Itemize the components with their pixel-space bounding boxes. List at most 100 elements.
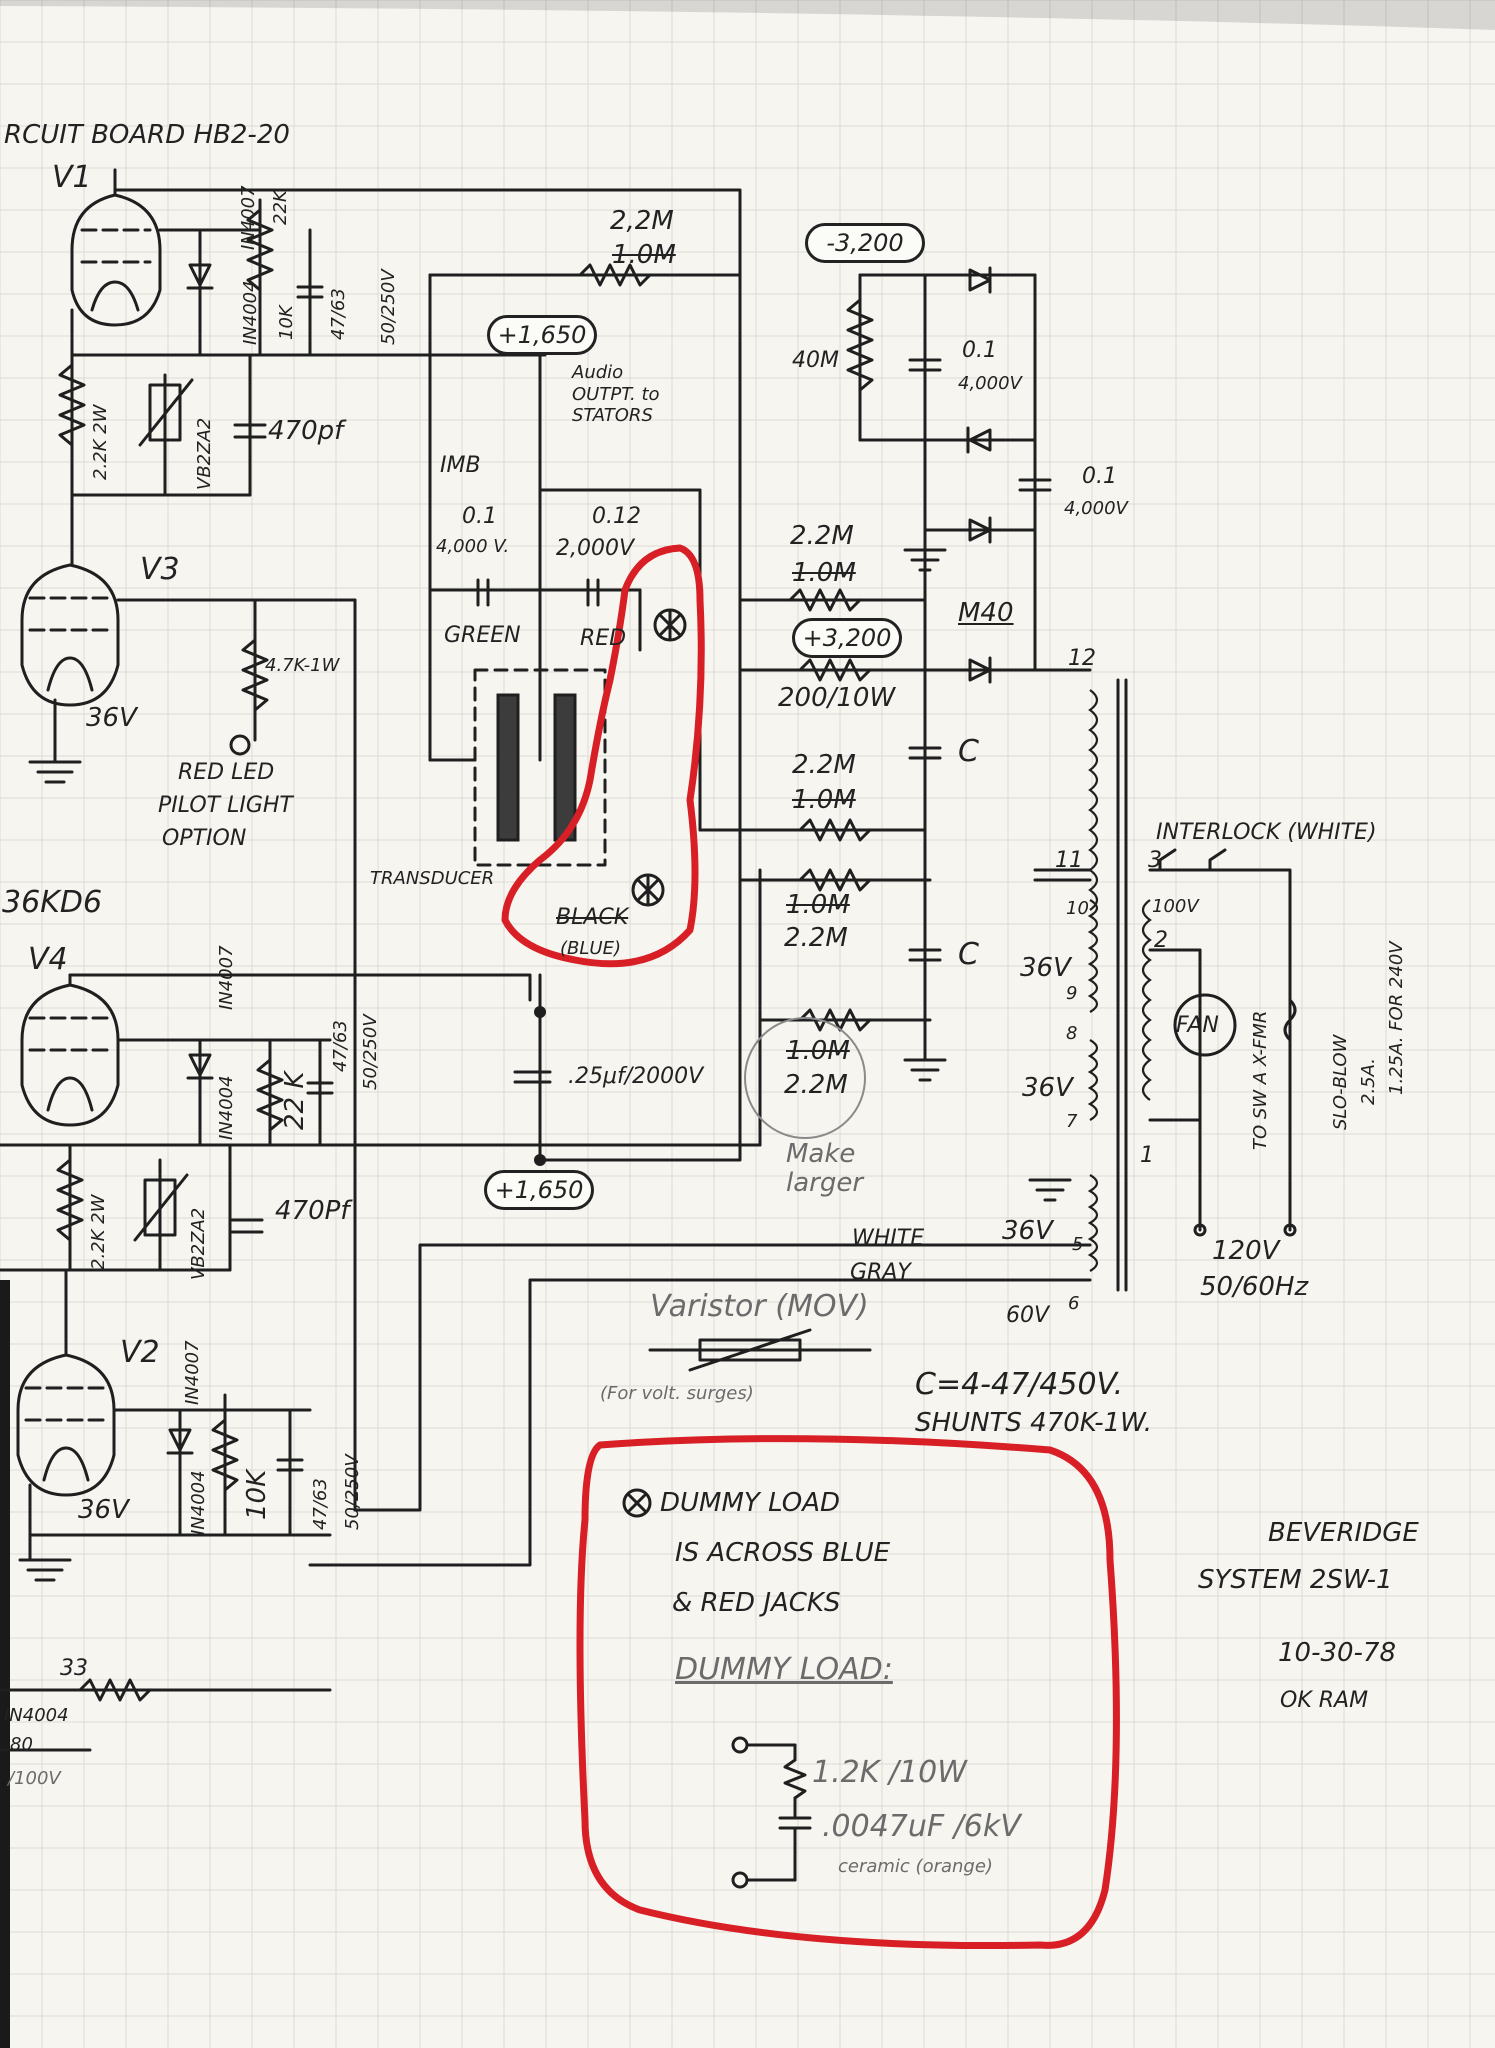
c-0-1-mid-value: 0.1 — [1082, 464, 1117, 489]
jack-red-label: RED — [580, 626, 627, 651]
cap-c-label-2: C — [958, 937, 979, 972]
transducer-label: TRANSDUCER — [370, 868, 495, 889]
xfmr-pin-2: 2 — [1154, 928, 1168, 953]
xfmr-pin-9: 9 — [1066, 983, 1078, 1004]
r-2-2m-top-new: 2,2M — [610, 206, 674, 236]
r-2-2k-2w-mid-label: 2.2K 2W — [88, 1194, 109, 1270]
xfmr-60v: 60V — [1006, 1303, 1050, 1328]
c-025uf-label: .25μf/2000V — [568, 1064, 704, 1089]
middle-wiring — [428, 273, 1092, 1166]
r-200-10w-label: 200/10W — [778, 683, 896, 713]
dummy-note-line2: IS ACROSS BLUE — [675, 1538, 891, 1568]
dummy-note-line3: & RED JACKS — [672, 1588, 841, 1618]
wire-gray-label: GRAY — [850, 1260, 911, 1285]
wire-white-label: WHITE — [852, 1226, 925, 1251]
edge-80-label: 80 — [10, 1734, 33, 1755]
tube-v3 — [20, 563, 120, 707]
xfmr-36v-c: 36V — [1002, 1216, 1053, 1246]
r-10k-top-label: 10K — [276, 305, 297, 340]
tube-v3-label: V3 — [140, 552, 180, 587]
diode-in4007-top-label: IN4007 — [238, 185, 259, 250]
cap-47-63-bot-label: 47/63 — [310, 1478, 331, 1530]
diode-in4004-top-label: IN4004 — [240, 280, 261, 345]
slo-blow-label: SLO-BLOW — [1330, 1034, 1351, 1130]
supply-plus-3200-badge: +3,200 — [792, 618, 902, 658]
c-470pf-top-label: 470pf — [268, 416, 344, 446]
dummy-load-capacitor: .0047uF /6kV — [822, 1809, 1021, 1844]
xfmr-pin-10: 10 — [1066, 898, 1089, 919]
cap-47-63-mid-label: 47/63 — [330, 1020, 351, 1072]
jack-black-label: BLACK — [556, 905, 629, 930]
supply-minus-3200-badge: -3,200 — [805, 223, 925, 263]
diode-in4007-mid-label: IN4007 — [216, 945, 237, 1010]
system-name: BEVERIDGE — [1268, 1518, 1419, 1548]
m40-label: M40 — [958, 598, 1014, 628]
c-imb-a-value: 0.1 — [462, 504, 497, 529]
diode-in4004-mid-label: IN4004 — [216, 1075, 237, 1140]
dummy-load-star-marker-note — [622, 1488, 652, 1518]
transformer — [1033, 678, 1297, 1292]
r-2-2m-d-new: 2.2M — [784, 923, 848, 953]
left-components — [18, 208, 334, 1702]
tube-v4-label: V4 — [28, 942, 68, 977]
r-40m-label: 40M — [792, 348, 839, 373]
r-2-2m-mid-old: 1.0M — [792, 558, 856, 588]
c-470pf-mid-label: 470Pf — [275, 1196, 350, 1226]
red-highlight-transducer — [501, 544, 705, 968]
edge-100v-label: /100V — [8, 1768, 61, 1789]
to-switch-label: TO SW A X-FMR — [1250, 1010, 1271, 1150]
r-10k-bot-label: 10K — [242, 1469, 272, 1520]
v3-36v-label: 36V — [86, 703, 137, 733]
red-highlight-dummy-note — [576, 1435, 1120, 1950]
v2-36v-label: 36V — [78, 1495, 129, 1525]
c-0-1-mid-voltage: 4,000V — [1064, 498, 1128, 519]
jack-green-label: GREEN — [444, 623, 521, 648]
c-imb-a-voltage: 4,000 V. — [436, 536, 510, 557]
audio-output-note: Audio OUTPT. to STATORS — [572, 362, 660, 427]
tube-v2-label: V2 — [120, 1335, 160, 1370]
xfmr-36v-b: 36V — [1022, 1073, 1073, 1103]
xfmr-pin-6: 6 — [1068, 1293, 1080, 1314]
diode-in4004-bot-label: IN4004 — [188, 1470, 209, 1535]
dummy-load-star-marker-red-jack — [653, 608, 687, 642]
fuse-2-5a-label: 2.5A. — [1358, 1058, 1379, 1105]
dummy-load-star-marker-blue-jack — [631, 873, 665, 907]
r-2-2m-top-old: 1.0M — [612, 240, 676, 270]
tube-v2 — [16, 1353, 116, 1497]
xfmr-pin-8: 8 — [1066, 1023, 1078, 1044]
mains-120v-label: 120V — [1212, 1236, 1280, 1266]
option-label: OPTION — [162, 826, 247, 851]
r-2-2m-c-old: 1.0M — [792, 785, 856, 815]
r-33-label: 33 — [60, 1656, 88, 1681]
fan-label: FAN — [1176, 1013, 1219, 1038]
dummy-load-cap-type: ceramic (orange) — [838, 1856, 993, 1877]
vb2za2-mid-label: VB2ZA2 — [188, 1207, 209, 1280]
supply-plus-1650-bottom-badge: +1,650 — [484, 1170, 594, 1210]
system-model: SYSTEM 2SW-1 — [1198, 1565, 1393, 1595]
dummy-note-line1: DUMMY LOAD — [660, 1488, 841, 1518]
r-2-2m-d-old: 1.0M — [786, 890, 850, 920]
board-title: RCUIT BOARD HB2-20 — [4, 120, 290, 150]
varistor-note: Varistor (MOV) — [650, 1289, 869, 1324]
red-led-label: RED LED — [178, 760, 275, 785]
interlock-label: INTERLOCK (WHITE) — [1156, 820, 1377, 845]
cap-50-250-top-label: 50/250V — [378, 269, 399, 345]
r-2-2k-2w-top-label: 2.2K 2W — [90, 404, 111, 480]
r-22k-top-label: 22K — [270, 190, 291, 225]
c-0-1-top-voltage: 4,000V — [958, 373, 1022, 394]
xfmr-36v-a: 36V — [1020, 953, 1071, 983]
c-imb-b-voltage: 2,000V — [556, 536, 635, 561]
xfmr-pin-3: 3 — [1148, 848, 1162, 873]
xfmr-100v: 100V — [1152, 896, 1199, 917]
supply-plus-1650-top-badge: +1,650 — [487, 315, 597, 355]
diode-in4004-edge-label: IN4004 — [4, 1705, 69, 1726]
vb2za2-top-label: VB2ZA2 — [194, 417, 215, 490]
r-22k-mid-label: 22 K — [280, 1071, 310, 1130]
cap-50-250-bot-label: 50/250V — [342, 1454, 363, 1530]
r-2-2m-e-new: 2.2M — [784, 1070, 848, 1100]
drawing-date: 10-30-78 — [1278, 1638, 1397, 1668]
pilot-light-label: PILOT LIGHT — [158, 793, 293, 818]
xfmr-pin-11: 11 — [1055, 848, 1083, 873]
